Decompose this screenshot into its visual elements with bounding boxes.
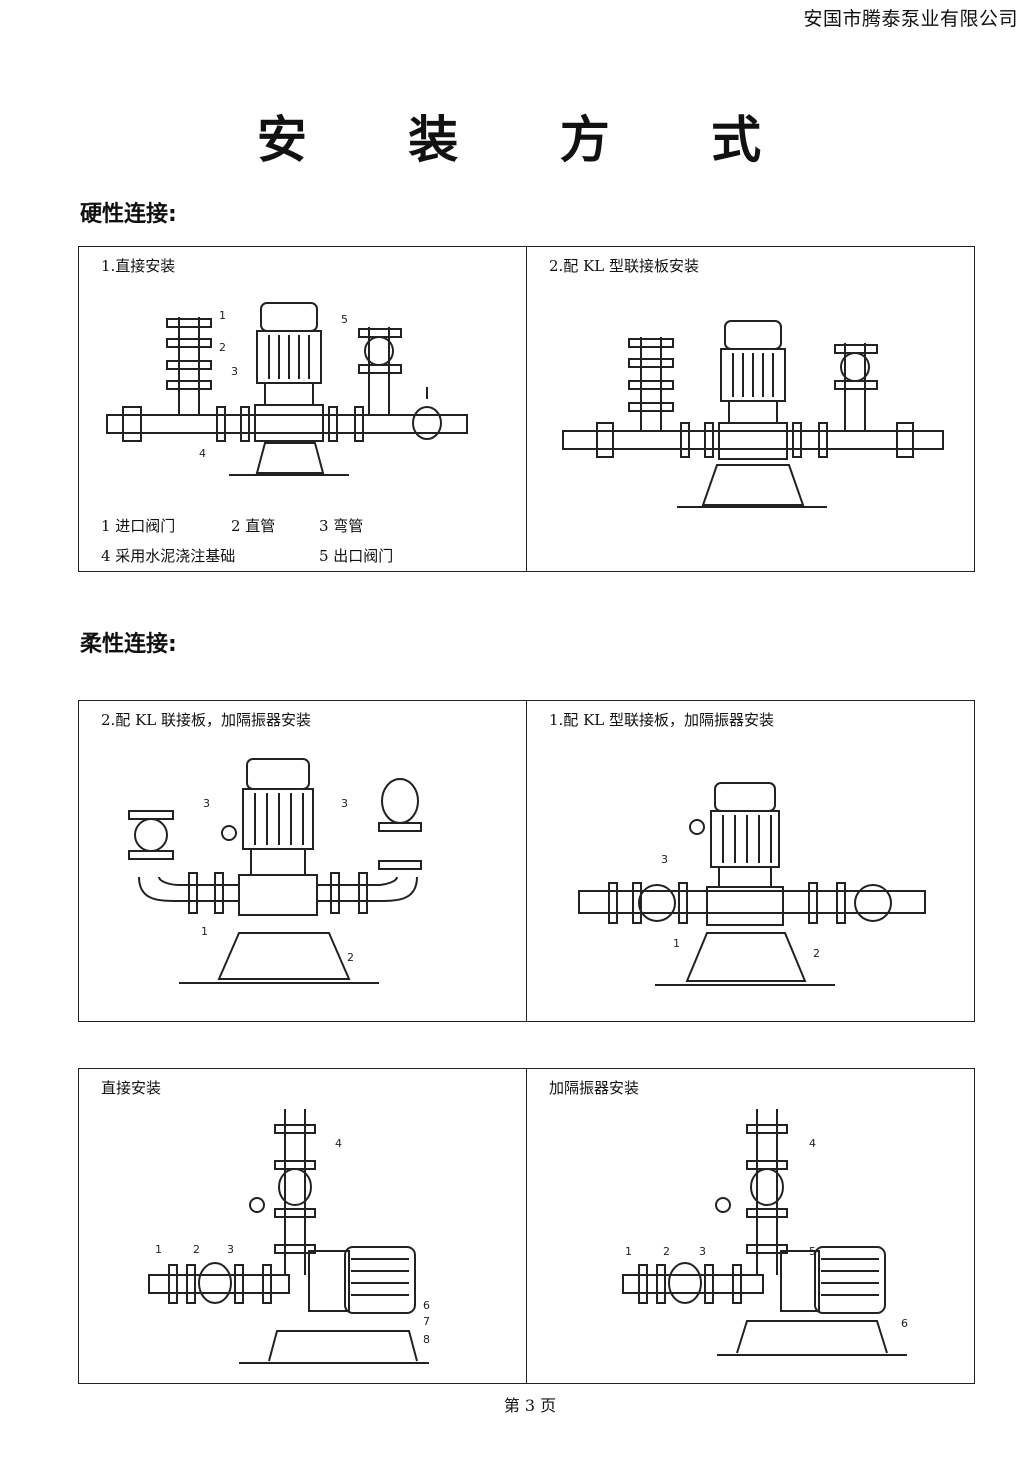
- callout-5: 5: [809, 1245, 816, 1258]
- callout-3: 3: [699, 1245, 706, 1258]
- panel-caption: 加隔振器安装: [549, 1079, 640, 1097]
- horizontal-pump-diagram: 1 2 3 4 6 7 8: [148, 1109, 430, 1364]
- callout-1: 1: [219, 309, 226, 322]
- callout-6: 6: [423, 1299, 430, 1312]
- callout-3: 3: [231, 365, 238, 378]
- panel-caption: 1.配 KL 型联接板，加隔振器安装: [549, 711, 775, 729]
- legend-row-1: 1 进口阀门 2 直管 3 弯管: [101, 515, 363, 536]
- panel-horizontal-direct-install: 直接安装 1 2 3: [79, 1069, 526, 1383]
- company-name: 安国市腾泰泵业有限公司: [803, 8, 1018, 30]
- callout-4: 4: [809, 1137, 816, 1150]
- callout-5: 5: [341, 313, 348, 326]
- horizontal-pump-isolator-diagram: 1 2 3 4 5 6: [622, 1109, 908, 1356]
- panel-direct-install: 1.直接安装: [79, 247, 526, 571]
- callout-1: 1: [673, 937, 680, 950]
- callout-7: 7: [423, 1315, 430, 1328]
- callout-2: 2: [219, 341, 226, 354]
- callout-3-right: 3: [341, 797, 348, 810]
- legend-item-1: 1 进口阀门: [101, 517, 176, 535]
- panel-horizontal-isolator-install: 加隔振器安装 1 2 3: [526, 1069, 974, 1383]
- vertical-pump-isolator-diagram: 3 3 1 2: [128, 758, 422, 984]
- panel-kl-plate-install: 2.配 KL 型联接板安装: [526, 247, 974, 571]
- vertical-pump-diagram: 1 2 3 4 5: [106, 302, 468, 476]
- flexible-panel-row-top: 2.配 KL 联接板，加隔振器安装: [78, 700, 975, 1022]
- panel-caption: 直接安装: [101, 1079, 162, 1097]
- page-number: 第 3 页: [503, 1396, 557, 1415]
- callout-4: 4: [199, 447, 206, 460]
- vertical-pump-kl-isolator-diagram: 3 1 2: [578, 782, 926, 986]
- rigid-panel-row: 1.直接安装: [78, 246, 975, 572]
- callout-2: 2: [347, 951, 354, 964]
- legend-row-2: 4 采用水泥浇注基础 5 出口阀门: [101, 545, 393, 566]
- legend-item-3: 3 弯管: [319, 517, 364, 535]
- callout-4: 4: [335, 1137, 342, 1150]
- callout-3-left: 3: [203, 797, 210, 810]
- callout-3: 3: [227, 1243, 234, 1256]
- callout-1: 1: [625, 1245, 632, 1258]
- section-heading-flexible: 柔性连接:: [80, 632, 177, 657]
- legend-item-5: 5 出口阀门: [319, 547, 394, 565]
- panel-kl-type-isolator-install: 1.配 KL 型联接板，加隔振器安装 3: [526, 701, 974, 1021]
- section-heading-rigid: 硬性连接:: [80, 202, 177, 227]
- legend-item-2: 2 直管: [231, 517, 276, 535]
- panel-caption: 1.直接安装: [101, 257, 176, 275]
- callout-1: 1: [155, 1243, 162, 1256]
- legend-item-4: 4 采用水泥浇注基础: [101, 547, 236, 565]
- page-title: 安 装 方 式: [256, 111, 804, 169]
- panel-kl-plate-isolator-install: 2.配 KL 联接板，加隔振器安装: [79, 701, 526, 1021]
- callout-3: 3: [661, 853, 668, 866]
- callout-1: 1: [201, 925, 208, 938]
- vertical-pump-kl-diagram: [562, 320, 944, 508]
- callout-2: 2: [813, 947, 820, 960]
- panel-caption: 2.配 KL 联接板，加隔振器安装: [101, 711, 312, 729]
- flexible-panel-row-bottom: 直接安装 1 2 3: [78, 1068, 975, 1384]
- callout-2: 2: [193, 1243, 200, 1256]
- callout-6: 6: [901, 1317, 908, 1330]
- panel-caption: 2.配 KL 型联接板安装: [549, 257, 700, 275]
- callout-2: 2: [663, 1245, 670, 1258]
- callout-8: 8: [423, 1333, 430, 1346]
